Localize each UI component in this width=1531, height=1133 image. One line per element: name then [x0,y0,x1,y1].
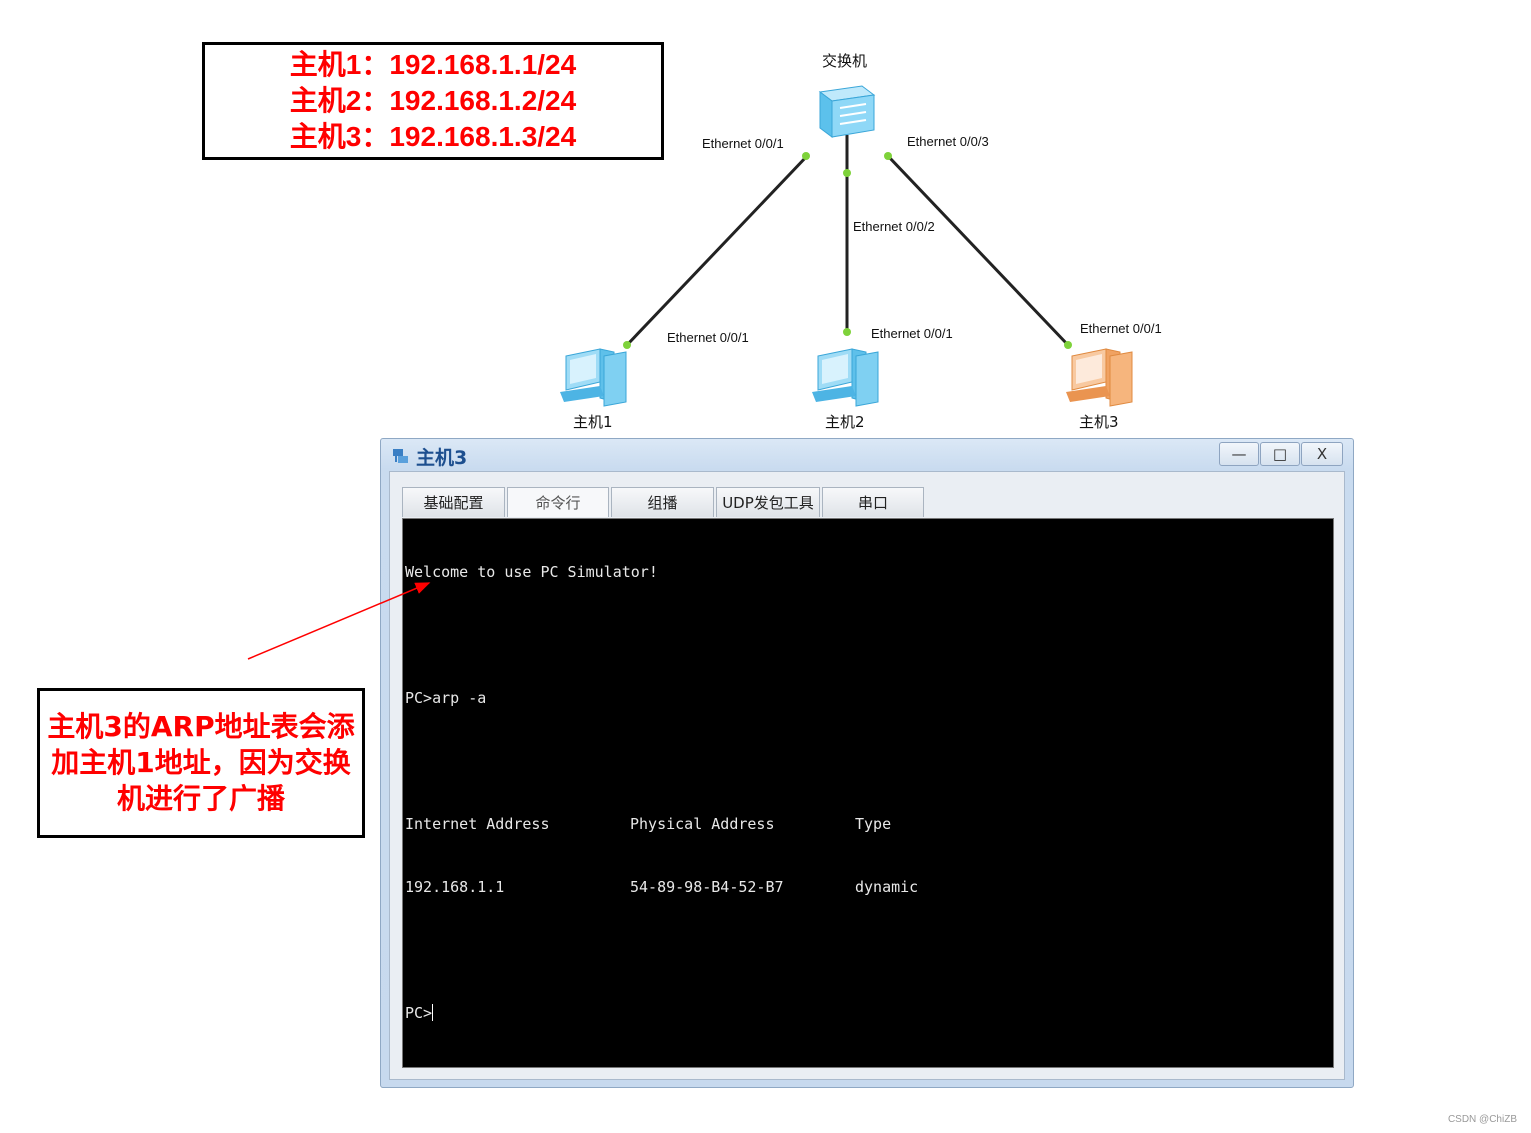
note-line-3: 机进行了广播 [116,782,285,815]
ip-address-box: 主机1：192.168.1.1/24 主机2：192.168.1.2/24 主机… [202,42,664,160]
window-content: 基础配置 命令行 组播 UDP发包工具 串口 Welcome to use PC… [389,471,1345,1080]
host1-label: 主机1 [573,413,613,431]
pc-icon[interactable] [812,348,879,407]
terminal-blank [405,625,1331,646]
host2-label: 主机2 [825,413,865,431]
window-titlebar[interactable]: 主机3 — □ X [381,439,1353,471]
tab-udp-tool[interactable]: UDP发包工具 [716,487,820,517]
pc-simulator-window: 主机3 — □ X 基础配置 命令行 组播 UDP发包工具 串口 Welcome… [380,438,1354,1088]
maximize-button[interactable]: □ [1260,442,1300,466]
header-internet-address: Internet Address [405,815,550,833]
network-topology: 交换机 Ethernet 0/0/1 Ethernet 0/0/2 Ethern… [560,52,1162,431]
host3-label: 主机3 [1079,413,1119,431]
annotation-note: 主机3的ARP地址表会添 加主机1地址，因为交换 机进行了广播 [37,688,365,838]
window-title: 主机3 [416,447,468,469]
link-switch-host1 [625,153,810,347]
cell-type: dynamic [855,878,919,896]
switch-icon[interactable] [818,85,876,138]
terminal-prompt: PC> [405,1004,433,1022]
switch-port-label-2: Ethernet 0/0/2 [853,219,935,234]
note-line-1: 主机3的ARP地址表会添 [47,710,355,743]
pc-icon[interactable] [560,348,627,407]
terminal-blank [405,940,1331,961]
link-switch-host3 [885,153,1070,347]
port-dot [802,152,810,160]
note-line-2: 加主机1地址，因为交换 [51,746,351,779]
port-dot [884,152,892,160]
close-button[interactable]: X [1301,442,1343,466]
terminal-console[interactable]: Welcome to use PC Simulator! PC>arp -a I… [402,518,1334,1068]
host3-port-label: Ethernet 0/0/1 [1080,321,1162,336]
port-dot [1064,341,1072,349]
tab-command-line[interactable]: 命令行 [507,487,609,517]
terminal-prompt-line: PC> [405,1003,1331,1024]
pc-icon[interactable] [1066,348,1133,407]
switch-port-label-1: Ethernet 0/0/1 [702,136,784,151]
terminal-command: PC>arp -a [405,689,487,707]
terminal-welcome: Welcome to use PC Simulator! [405,563,658,581]
switch-label: 交换机 [822,52,867,70]
minimize-button[interactable]: — [1219,442,1259,466]
port-dot [843,328,851,336]
host1-port-label: Ethernet 0/0/1 [667,330,749,345]
host2-port-label: Ethernet 0/0/1 [871,326,953,341]
cell-physical-address: 54-89-98-B4-52-B7 [630,878,784,896]
tab-basic-config[interactable]: 基础配置 [402,487,505,517]
ip-line-host2: 主机2：192.168.1.2/24 [289,85,577,116]
tab-multicast[interactable]: 组播 [611,487,714,517]
port-dot [843,169,851,177]
port-dot [623,341,631,349]
switch-port-label-3: Ethernet 0/0/3 [907,134,989,149]
ip-line-host3: 主机3：192.168.1.3/24 [289,121,577,152]
arp-table-header: Internet Address Physical Address Type [405,814,1331,835]
cell-internet-address: 192.168.1.1 [405,878,505,896]
text-cursor [432,1004,434,1021]
header-physical-address: Physical Address [630,815,775,833]
terminal-blank [405,751,1331,772]
ip-line-host1: 主机1：192.168.1.1/24 [289,49,577,80]
arp-table-row: 192.168.1.1 54-89-98-B4-52-B7 dynamic [405,877,1331,898]
tab-serial[interactable]: 串口 [822,487,924,517]
watermark: CSDN @ChiZB [1447,1114,1517,1125]
app-icon [393,449,408,463]
header-type: Type [855,815,892,833]
